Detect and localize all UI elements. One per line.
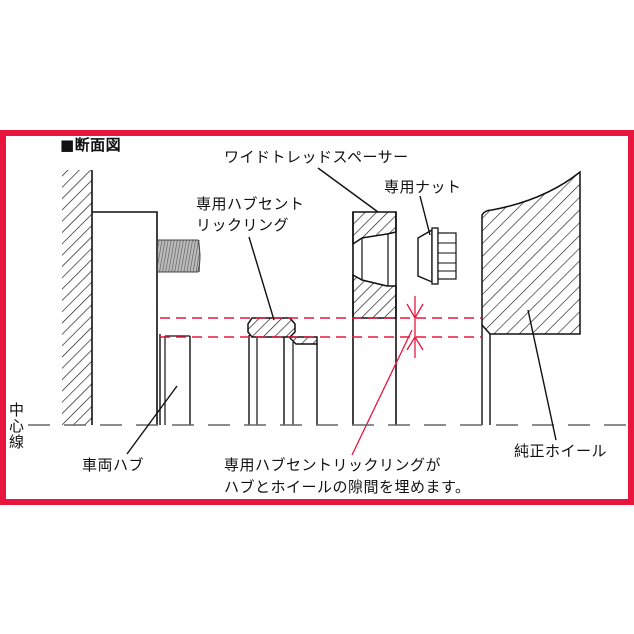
spacer-label: ワイドトレッドスペーサー [224, 148, 409, 166]
centerline-label: 中心線 [9, 401, 25, 451]
gap-guide-lines [160, 296, 482, 456]
oem-wheel [481, 170, 581, 425]
hub-bolt-thread [158, 239, 201, 273]
hub-label: 車両ハブ [82, 456, 145, 474]
leader-lines [126, 167, 557, 455]
ring-label-line2: リックリング [196, 216, 290, 234]
nut-label: 専用ナット [384, 178, 462, 196]
note-line2: ハブとホイールの隙間を埋めます。 [224, 478, 471, 496]
hub-centric-ring [247, 317, 318, 425]
lug-nut [417, 227, 457, 285]
vehicle-body-wall [62, 170, 93, 425]
diagram-title: ■断面図 [60, 136, 122, 154]
note-line1: 専用ハブセントリックリングが [224, 456, 442, 474]
wheel-label: 純正ホイール [514, 442, 608, 460]
ring-label-line1: 専用ハブセント [196, 195, 305, 213]
vehicle-hub [92, 211, 191, 425]
wide-tread-spacer [352, 211, 397, 425]
